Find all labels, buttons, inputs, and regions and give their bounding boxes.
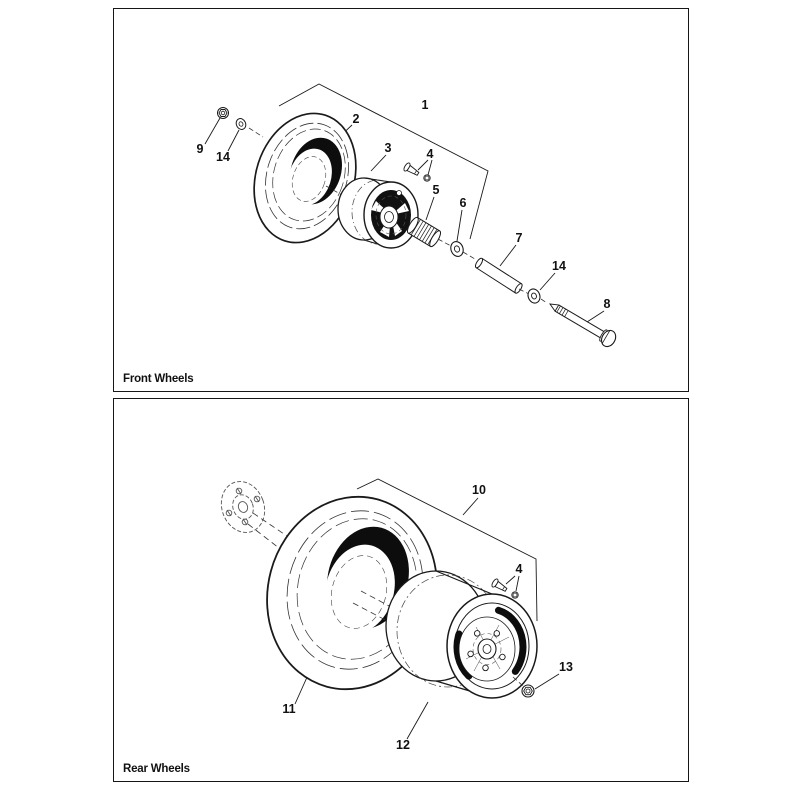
callout-13-label: 13 xyxy=(559,659,573,674)
hex-nut-9 xyxy=(217,107,229,119)
flat-washer-14-left xyxy=(235,118,247,130)
callout-1-line xyxy=(278,83,489,240)
callout-5-label: 5 xyxy=(432,182,440,197)
callout-10-label: 10 xyxy=(472,482,486,497)
rear-rim-12 xyxy=(385,570,538,699)
axis-line xyxy=(462,251,476,260)
spacer-7 xyxy=(474,257,523,294)
axis-line xyxy=(248,127,264,138)
callout-6-label: 6 xyxy=(459,195,467,210)
front-panel-caption: Front Wheels xyxy=(123,373,194,385)
valve-bolt-4-rear xyxy=(491,578,519,599)
rear-wheels-drawing xyxy=(220,478,560,740)
callout-1-label: 1 xyxy=(421,97,429,112)
front-wheels-panel: 1 2 3 4 5 6 7 8 9 14 14 Front Wheels xyxy=(113,8,689,392)
callout-4-rear-label: 4 xyxy=(515,561,523,576)
callout-12-label: 12 xyxy=(396,737,410,752)
callout-2-label: 2 xyxy=(352,111,360,126)
axle-hub xyxy=(220,481,266,533)
axis-line xyxy=(437,238,452,247)
washer-6 xyxy=(450,241,464,257)
callout-8-label: 8 xyxy=(603,296,611,311)
front-leader-lines xyxy=(204,117,605,323)
front-tire-2 xyxy=(253,112,357,244)
bushing-5 xyxy=(406,216,442,248)
callout-9-label: 9 xyxy=(196,141,204,156)
axis-line xyxy=(512,676,524,687)
callout-7-label: 7 xyxy=(515,230,523,245)
rear-wheels-panel: 4 10 11 12 13 Rear Wheels xyxy=(113,398,689,782)
rear-panel-caption: Rear Wheels xyxy=(123,763,190,775)
callout-11-label: 11 xyxy=(282,701,296,716)
callout-3-label: 3 xyxy=(384,140,392,155)
axis-line xyxy=(540,298,548,304)
rear-leader-lines xyxy=(294,497,560,740)
axle-bolt-8 xyxy=(549,303,617,348)
hex-nut-13 xyxy=(521,684,535,698)
valve-bolt-4-front xyxy=(403,162,431,182)
axis-line xyxy=(518,288,530,295)
hub-studs xyxy=(225,487,261,526)
front-wheels-drawing xyxy=(204,83,617,348)
callout-14-right-label: 14 xyxy=(552,258,566,273)
callout-10-line xyxy=(356,478,538,622)
callout-14-left-label: 14 xyxy=(216,149,230,164)
flat-washer-14-right xyxy=(527,288,541,304)
front-rim-3 xyxy=(337,177,419,249)
callout-4-front-label: 4 xyxy=(426,146,434,161)
